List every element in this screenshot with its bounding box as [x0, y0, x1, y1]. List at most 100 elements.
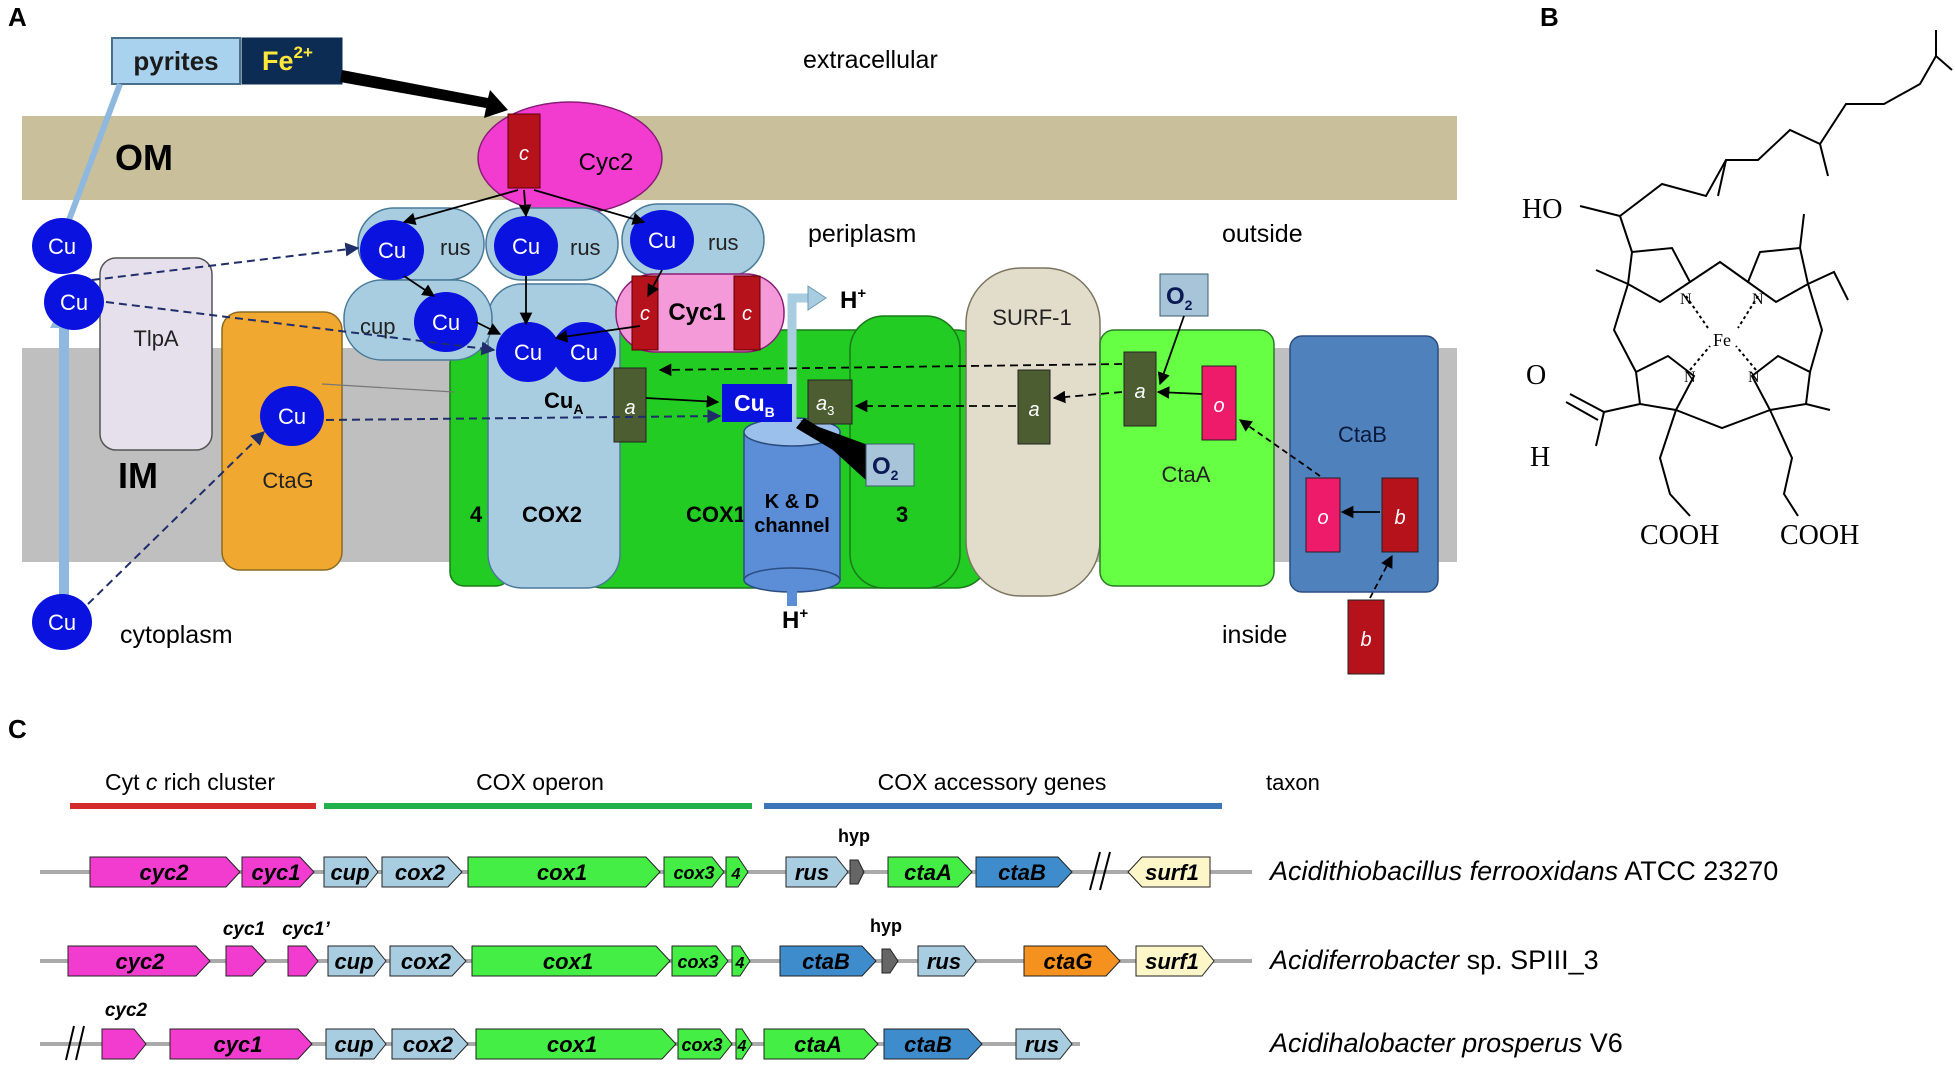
pyrrole-2: [1746, 246, 1810, 304]
cua-sub: A: [573, 401, 583, 417]
row1-gene-cox1: [467, 856, 661, 888]
subunit-3-label: 3: [896, 502, 908, 527]
row3-label-ctaB: ctaB: [904, 1032, 952, 1057]
row2-gene-cyc1-prime: [287, 945, 319, 977]
row2-taxon-italic: Acidiferrobacter: [1268, 945, 1460, 975]
heme-b-free: [1347, 599, 1385, 675]
fe-n-4: [1735, 345, 1757, 371]
row2-gene-hyp: [881, 948, 899, 974]
meso-4: [1612, 283, 1637, 373]
tail-ho-bond: [1579, 205, 1621, 217]
cyc1-heme-2: [733, 275, 761, 351]
cu-rus-2: [494, 216, 558, 276]
cu-rus-3: [630, 210, 694, 270]
heme-a-cox1-label: a: [624, 397, 635, 419]
cu-rus-1: [360, 220, 424, 280]
im-label: IM: [118, 455, 158, 496]
row1-hyp-label: hyp: [838, 826, 870, 846]
fe-box: [241, 37, 343, 85]
header-accessory: COX accessory genes: [878, 769, 1107, 795]
row3-label-4: 4: [737, 1038, 747, 1055]
row1-label-cyc1: cyc1: [252, 860, 301, 885]
cooh-2: COOH: [1780, 520, 1859, 551]
row1-gene-cyc1: [241, 856, 315, 888]
rus-1-label: rus: [440, 235, 471, 260]
kd-line2: channel: [754, 515, 830, 537]
n-atom-2: N: [1752, 291, 1764, 308]
ctab-label: CtaB: [1338, 422, 1387, 447]
cu-left-1: [32, 218, 92, 274]
gene-arrows: [67, 856, 1215, 1060]
row1-label-ctaB: ctaB: [998, 860, 1046, 885]
row1-taxon-italic: Acidithiobacillus ferrooxidans: [1268, 856, 1618, 886]
row2-label-rus: rus: [927, 949, 961, 974]
propionate-2: [1769, 409, 1799, 517]
header-taxon: taxon: [1266, 770, 1320, 795]
row3-gene-cyc1: [169, 1028, 313, 1060]
row2-label-ctaG: ctaG: [1044, 949, 1093, 974]
cu-cup-label: Cu: [432, 310, 460, 335]
row2-label-ctaB: ctaB: [802, 949, 850, 974]
n-atom-1: N: [1680, 291, 1692, 308]
methyl-b: [1799, 213, 1805, 249]
meso-1: [1689, 260, 1749, 283]
ctab: [1289, 335, 1439, 593]
header-cyt-pre: Cyt: [105, 769, 146, 795]
panel-c-label: C: [8, 714, 27, 744]
meso-3: [1675, 409, 1771, 430]
cub-label: CuB: [734, 390, 775, 420]
heme-arrows: [658, 363, 1123, 413]
h-atom: H: [1530, 442, 1550, 473]
heme-a3-label: a3: [816, 393, 834, 418]
cu-rus-1-label: Cu: [378, 238, 406, 263]
row2-gene-ctaB: [779, 945, 877, 977]
row1-taxon: Acidithiobacillus ferrooxidans ATCC 2327…: [1268, 856, 1778, 886]
row1-label-cyc2: cyc2: [140, 860, 190, 885]
row1-gene-4: [725, 856, 749, 888]
row2-gene-cyc2: [67, 945, 211, 977]
row3-label-ctaA: ctaA: [794, 1032, 842, 1057]
propionate-1: [1658, 409, 1691, 517]
cyc2: [477, 101, 663, 215]
arrow-cup-cua: [475, 321, 502, 335]
arrow-tlpa-rus1: [91, 242, 360, 281]
cu-left-3: [32, 594, 92, 650]
cu-left-2-label: Cu: [60, 290, 88, 315]
row2-label-4: 4: [735, 955, 745, 972]
kd-channel: [743, 431, 841, 581]
row3-label-cox2: cox2: [403, 1032, 454, 1057]
row1-label-cup: cup: [330, 860, 369, 885]
row3-gene-cyc2: [101, 1028, 147, 1060]
cu-left-3-label: Cu: [48, 610, 76, 635]
cua-base: Cu: [544, 388, 573, 413]
header-cox-operon: COX operon: [476, 769, 604, 795]
row3-gene-ctaA: [763, 1028, 879, 1060]
outer-membrane: [22, 116, 1457, 200]
row1-label-cox1: cox1: [537, 860, 587, 885]
fe-charge: 2+: [294, 43, 313, 62]
cyc2-label: Cyc2: [579, 149, 634, 176]
cu-left-2: [44, 274, 104, 330]
heme-a-ctaa-label: a: [1134, 381, 1145, 403]
panel-c: C Cyt c rich cluster COX operon COX acce…: [8, 714, 1778, 1061]
row1-gene-cyc2: [89, 856, 241, 888]
row3-gene-cup: [325, 1028, 387, 1060]
row1-gene-rus: [785, 856, 849, 888]
heme-o-ctab: [1305, 477, 1341, 553]
o2-channel-label: O2: [872, 453, 899, 483]
o2-ctaa-base: O: [1166, 283, 1185, 310]
surf1-label: SURF-1: [992, 305, 1071, 330]
row2-gene-cyc1: [225, 945, 267, 977]
pyrrole-3: [1634, 354, 1696, 412]
row1-gene-cox3: [663, 856, 725, 888]
cyc1-heme-2-label: c: [742, 303, 752, 325]
cub-sub: B: [765, 404, 775, 420]
row3-label-rus: rus: [1025, 1032, 1059, 1057]
cyc1-label: Cyc1: [668, 299, 725, 326]
tail-ring-bond: [1619, 215, 1633, 253]
heme-a-ctaa: [1123, 351, 1157, 427]
panel-a-label: A: [8, 2, 27, 32]
row1-label-rus: rus: [795, 860, 829, 885]
row2-label-cox1: cox1: [543, 949, 593, 974]
fe-arrow: [340, 70, 508, 118]
